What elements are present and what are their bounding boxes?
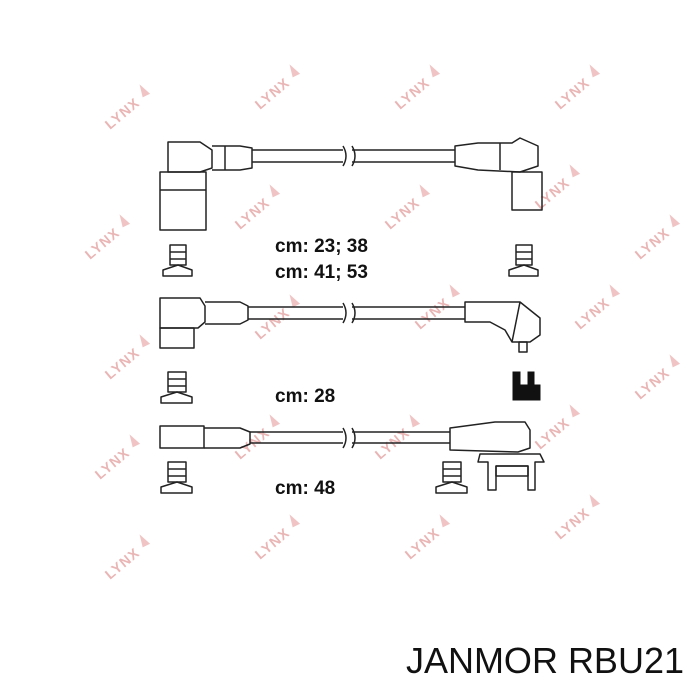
cable-3-wire-left	[250, 431, 343, 444]
cable-2-right-angled-boot	[464, 301, 541, 353]
svg-text:LYNX: LYNX	[412, 294, 453, 332]
svg-text:LYNX: LYNX	[392, 74, 433, 112]
watermark-mark: LYNX	[552, 64, 601, 112]
svg-text:LYNX: LYNX	[552, 74, 593, 112]
watermark-mark: LYNX	[632, 354, 681, 402]
cable-1-break-mark	[342, 145, 356, 167]
cable-3-left-terminal	[160, 461, 193, 494]
watermark-mark: LYNX	[102, 534, 151, 582]
length-label-row3: cm: 48	[275, 478, 335, 499]
cable-1-wire-right	[352, 149, 455, 163]
watermark-mark: LYNX	[232, 184, 281, 232]
svg-text:LYNX: LYNX	[532, 174, 573, 212]
length-label-row1-a: cm: 23; 38	[275, 236, 368, 257]
svg-text:LYNX: LYNX	[382, 194, 423, 232]
watermark-mark: LYNX	[252, 514, 301, 562]
watermark-mark: LYNX	[102, 84, 151, 132]
watermark-mark: LYNX	[252, 64, 301, 112]
cable-2-wire-left	[248, 306, 343, 320]
svg-text:LYNX: LYNX	[632, 364, 673, 402]
svg-text:LYNX: LYNX	[232, 194, 273, 232]
length-label-row1-b: cm: 41; 53	[275, 262, 368, 283]
watermark-mark: LYNX	[382, 184, 431, 232]
svg-text:LYNX: LYNX	[402, 524, 443, 562]
cable-1-right-angled-boot	[454, 137, 543, 211]
watermark-mark: LYNX	[102, 334, 151, 382]
cable-1-left-terminal	[162, 244, 193, 277]
cable-2-break-mark	[342, 302, 356, 324]
cable-3-right-terminal	[435, 461, 468, 494]
watermark-mark: LYNX	[532, 404, 581, 452]
length-label-row2: cm: 28	[275, 386, 335, 407]
cable-2-right-clip	[512, 371, 541, 401]
watermark-mark: LYNX	[572, 284, 621, 332]
svg-text:LYNX: LYNX	[532, 414, 573, 452]
svg-text:LYNX: LYNX	[82, 224, 123, 262]
lynx-watermark-pattern: LYNX LYNX LYNX LYNX LYNX LYNX LYNX LYNX LYNX LYNX…	[82, 64, 681, 582]
svg-text:LYNX: LYNX	[572, 294, 613, 332]
watermark-mark: LYNX	[92, 434, 141, 482]
cable-row-2	[159, 297, 541, 404]
svg-text:LYNX: LYNX	[552, 504, 593, 542]
cable-row-1	[159, 137, 543, 277]
watermark-mark: LYNX	[392, 64, 441, 112]
cable-2-left-terminal	[160, 371, 193, 404]
cable-2-left-boot	[159, 297, 249, 349]
cable-1-right-terminal	[508, 244, 539, 277]
cable-2-wire-right	[352, 306, 465, 320]
watermark-mark: LYNX	[402, 514, 451, 562]
watermark-mark: LYNX	[532, 164, 581, 212]
watermark-mark: LYNX	[252, 294, 301, 342]
svg-text:LYNX: LYNX	[252, 304, 293, 342]
watermark-mark: LYNX	[552, 494, 601, 542]
svg-text:LYNX: LYNX	[102, 94, 143, 132]
cable-3-break-mark	[342, 427, 356, 449]
cable-row-3	[159, 421, 545, 494]
watermark-mark: LYNX	[632, 214, 681, 262]
watermark-mark: LYNX	[82, 214, 131, 262]
watermark-mark: LYNX	[232, 414, 281, 462]
watermark-mark: LYNX	[372, 414, 421, 462]
part-number-caption: JANMOR RBU21	[405, 640, 684, 681]
cable-1-left-angled-boot	[159, 141, 253, 231]
svg-text:LYNX: LYNX	[102, 544, 143, 582]
cable-3-left-straight-boot	[159, 425, 251, 449]
svg-text:LYNX: LYNX	[252, 74, 293, 112]
cable-3-wire-right	[352, 431, 450, 444]
svg-text:LYNX: LYNX	[252, 524, 293, 562]
cable-1-wire-left	[252, 149, 343, 163]
svg-text:LYNX: LYNX	[102, 344, 143, 382]
svg-text:LYNX: LYNX	[632, 224, 673, 262]
svg-text:LYNX: LYNX	[92, 444, 133, 482]
cable-3-right-angled-boot	[449, 421, 545, 491]
